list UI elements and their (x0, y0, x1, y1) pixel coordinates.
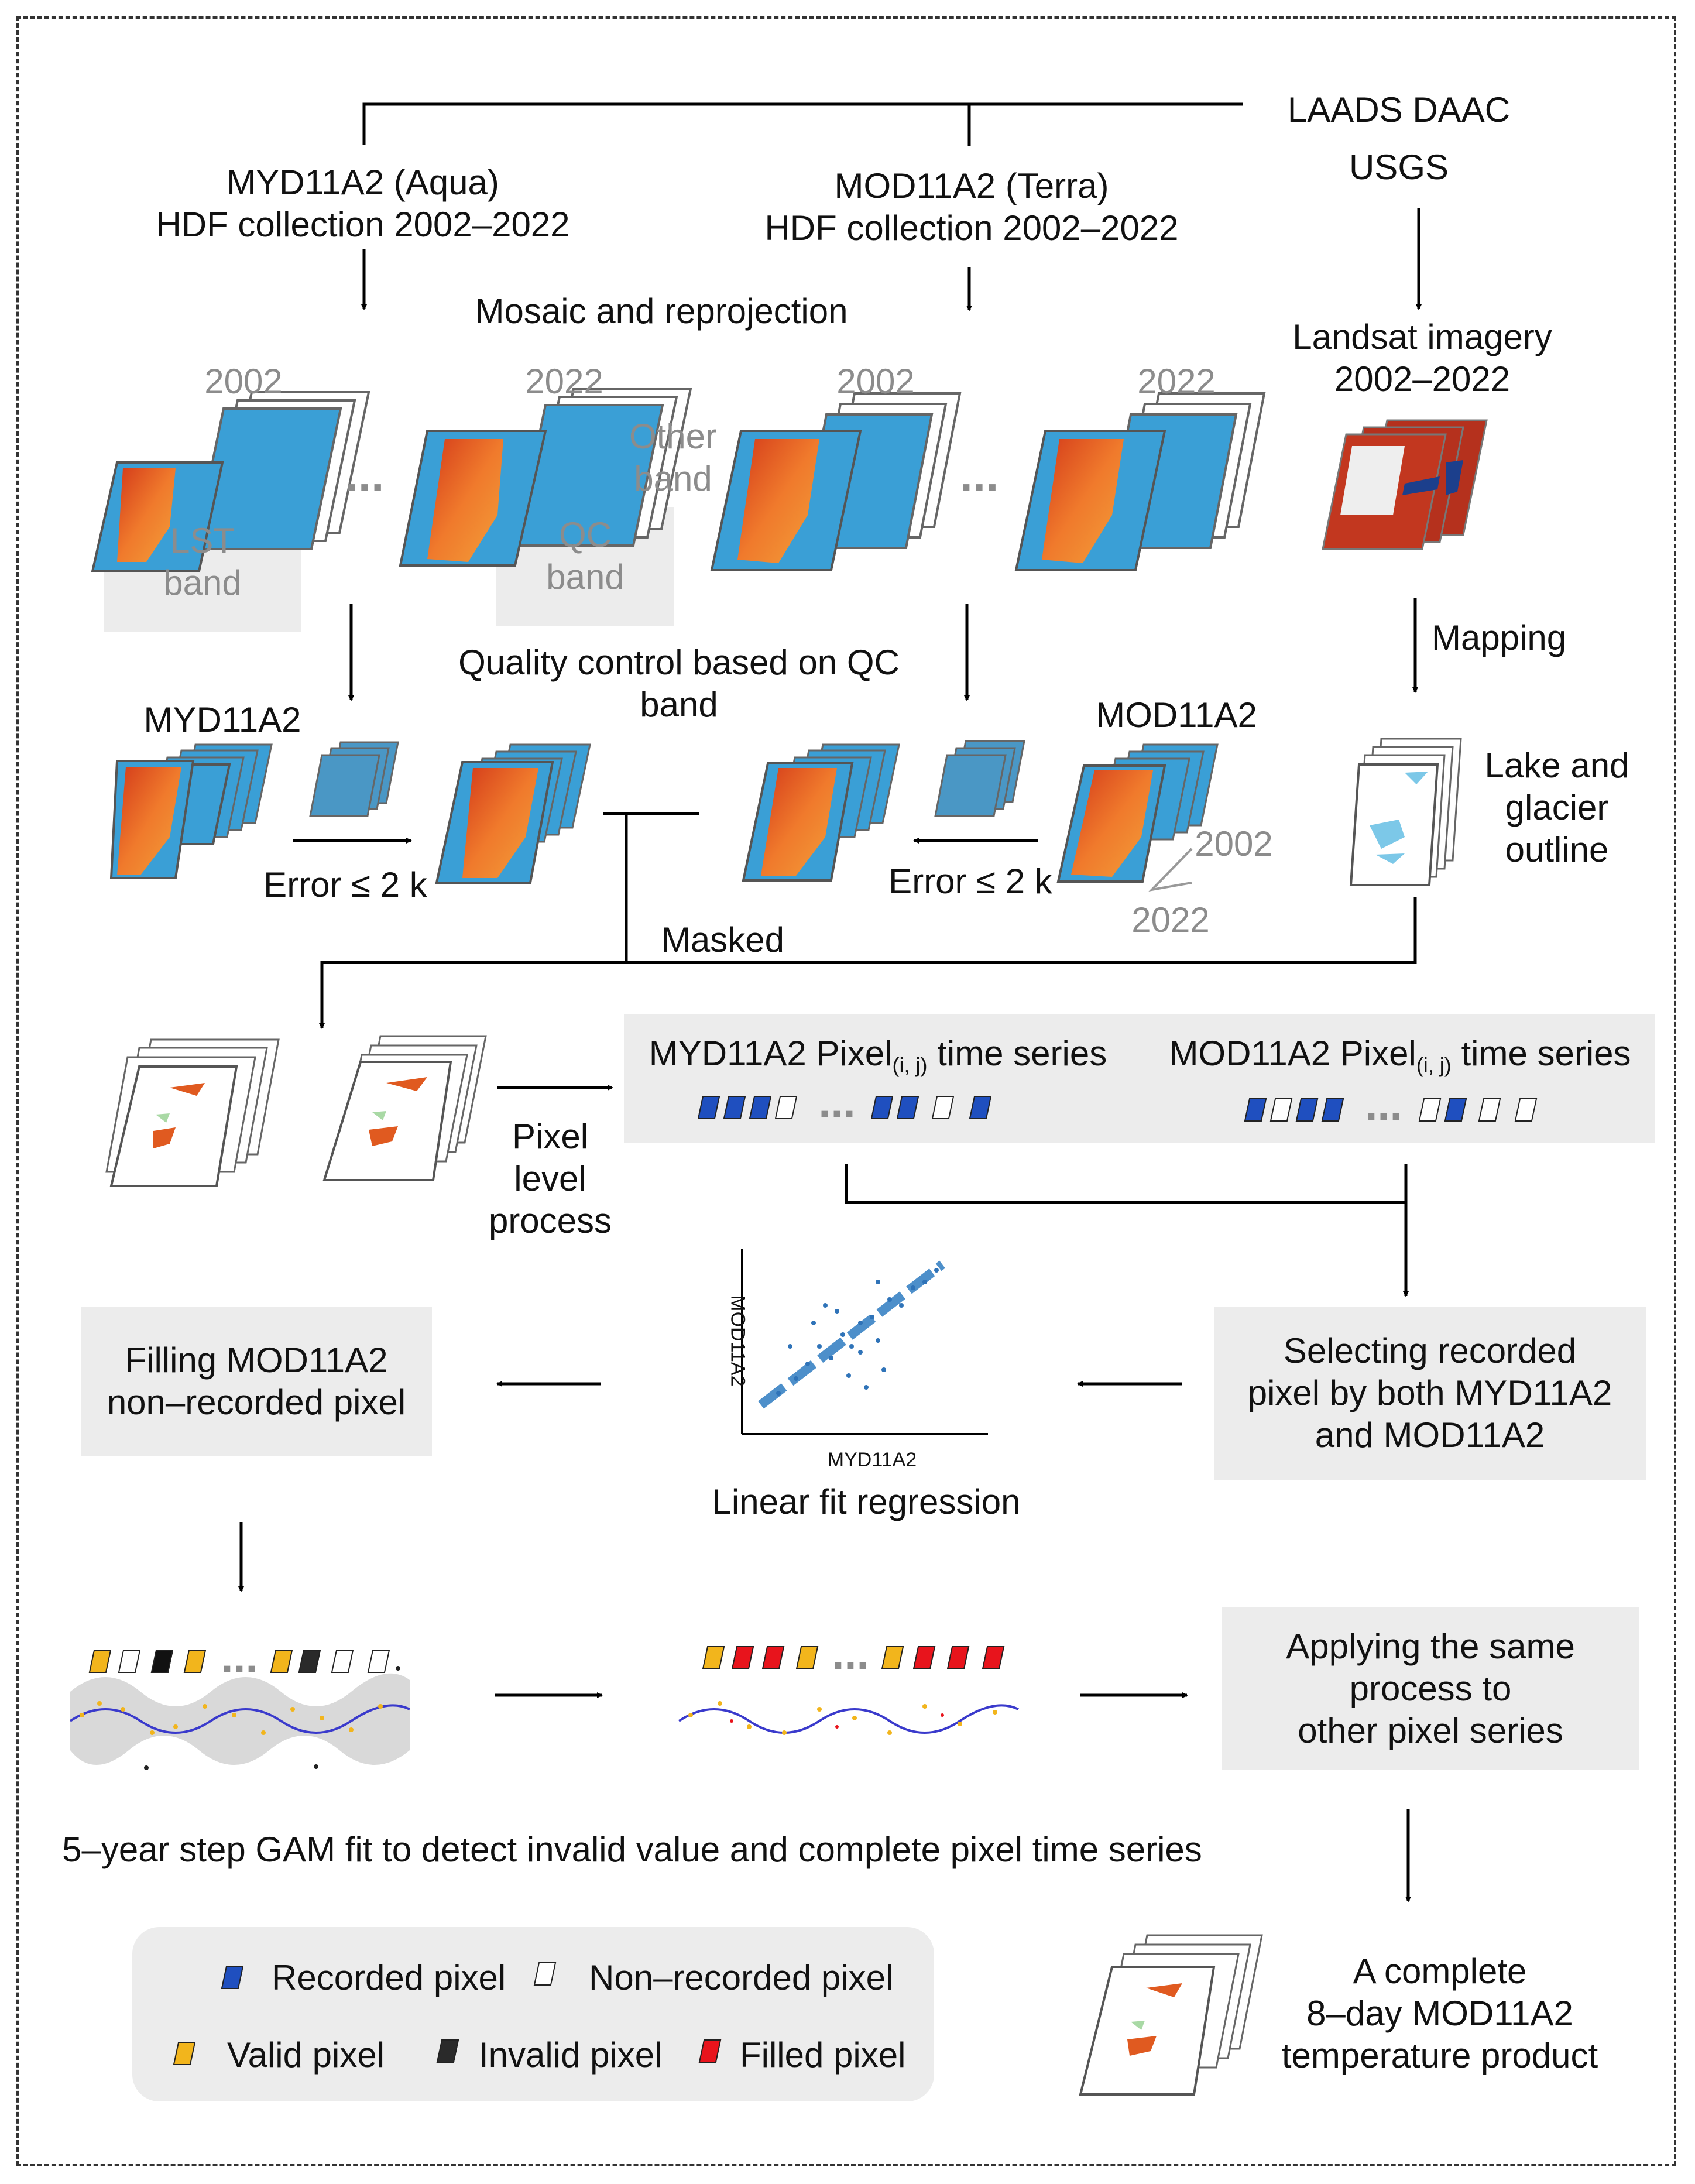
stack-mod-masked (742, 743, 900, 882)
pixel-ellipsis: ... (1365, 1080, 1402, 1130)
year-end-terra: 2022 (1137, 362, 1216, 401)
year-start-mod-stack: 2002 (1195, 824, 1273, 863)
year-start-terra: 2002 (836, 362, 915, 401)
year-end-aqua: 2022 (525, 362, 603, 401)
mosaic-label: Mosaic and reprojection (475, 292, 848, 331)
stack-myd-masked (435, 743, 591, 884)
scatter-xlabel: MYD11A2 (827, 1449, 917, 1471)
source-laads: LAADS DAAC (1287, 90, 1511, 129)
stack-mod-qc (1056, 743, 1219, 883)
stack-masked-left (105, 1038, 280, 1187)
ellipsis-aqua: ... (345, 449, 385, 501)
terra-title: MOD11A2 (Terra)HDF collection 2002–2022 (764, 166, 1179, 248)
scatter-plot (741, 1249, 988, 1435)
legend-filled-label: Filled pixel (740, 2035, 906, 2075)
gam-plot-right (678, 1701, 1019, 1735)
gam-caption: 5–year step GAM fit to detect invalid va… (62, 1830, 1202, 1869)
pixel-ellipsis: ... (832, 1629, 869, 1679)
legend-nonrecorded-label: Non–recorded pixel (589, 1958, 894, 1997)
mapping-label: Mapping (1432, 618, 1567, 657)
mod-label: MOD11A2 (1096, 695, 1257, 735)
pixel-ellipsis: ... (221, 1633, 258, 1682)
legend-recorded-label: Recorded pixel (272, 1958, 506, 1997)
stack-myd-small (309, 741, 399, 817)
stack-masked-right (322, 1035, 487, 1181)
filling-box (81, 1307, 432, 1456)
myd-label: MYD11A2 (143, 700, 301, 739)
gam-plot-left (69, 1666, 410, 1770)
scatter-caption: Linear fit regression (712, 1482, 1021, 1521)
year-pointer (1148, 848, 1193, 892)
stack-myd-qc (109, 743, 273, 879)
stack-lake-outline (1349, 738, 1462, 886)
stack-terra-2022 (1014, 392, 1266, 571)
stack-aqua-2022 (399, 388, 692, 567)
masked-label: Masked (661, 920, 785, 959)
pixel-ellipsis: ... (818, 1078, 856, 1127)
arrows (238, 208, 1422, 1902)
ellipsis-terra: ... (959, 449, 999, 501)
stack-final (1079, 1934, 1263, 2096)
legend-invalid-label: Invalid pixel (479, 2035, 663, 2075)
year-start-aqua: 2002 (204, 362, 283, 401)
applying-box (1222, 1607, 1639, 1770)
selecting-box (1214, 1307, 1646, 1480)
stack-aqua-2002 (91, 391, 370, 572)
aqua-title: MYD11A2 (Aqua)HDF collection 2002–2022 (156, 163, 570, 244)
stack-mod-small (934, 740, 1025, 817)
stack-terra-2002 (710, 392, 962, 571)
error-left-label: Error ≤ 2 k (263, 865, 427, 904)
stack-landsat (1322, 419, 1488, 550)
legend-valid-label: Valid pixel (227, 2035, 385, 2075)
outer-frame (16, 16, 1676, 2166)
legend-box (132, 1927, 934, 2101)
error-right-label: Error ≤ 2 k (888, 862, 1052, 901)
mod-series-title: MOD11A2 Pixel(i, j) time series (1169, 1034, 1631, 1077)
scatter-ylabel: MOD11A2 (726, 1295, 749, 1387)
myd-series-title: MYD11A2 Pixel(i, j) time series (649, 1034, 1107, 1077)
source-usgs: USGS (1349, 148, 1449, 187)
top-bracket (362, 102, 1243, 146)
year-end-mod-stack: 2022 (1131, 900, 1210, 940)
